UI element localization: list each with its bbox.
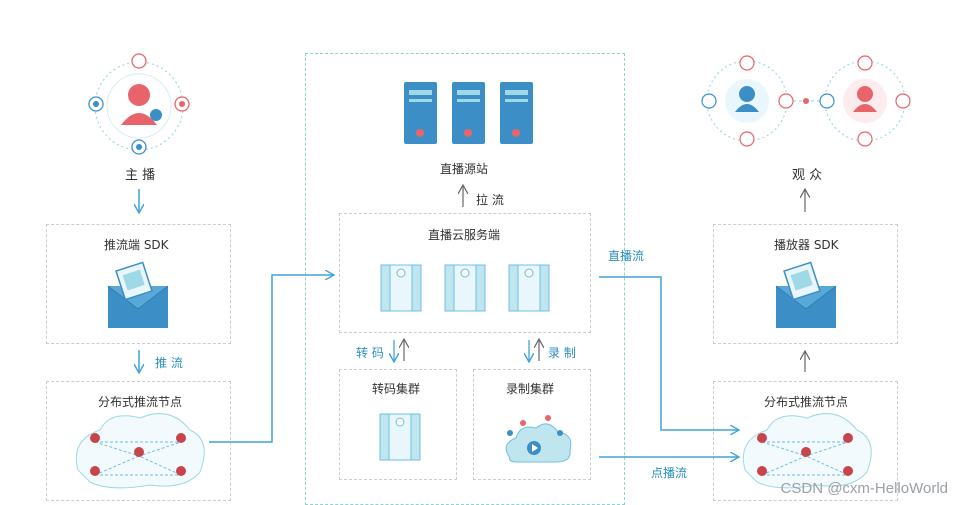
player-sdk-envelope-icon [775, 261, 837, 328]
push-sdk-envelope-icon [107, 261, 169, 328]
live-stream-connector [599, 276, 738, 430]
audience-icon [701, 55, 911, 147]
left-cdn-title: 分布式推流节点 [98, 395, 183, 409]
cdn-to-cloud-connector [209, 275, 333, 443]
transcode-cluster-title: 转码集群 [372, 382, 421, 396]
transcode-server-icon [379, 413, 421, 461]
host-icon [88, 53, 190, 155]
record-cluster-title: 录制集群 [506, 382, 555, 396]
push-label: 推 流 [155, 356, 183, 370]
watermark: CSDN @cxm-HelloWorld [780, 480, 948, 497]
push-sdk-title: 推流端 SDK [104, 238, 169, 252]
pull-label: 拉 流 [476, 193, 504, 207]
record-label: 录 制 [548, 346, 576, 360]
record-cloud-icon [505, 415, 572, 463]
live-stream-label: 直播流 [608, 249, 645, 263]
left-cdn-map-icon [75, 413, 205, 489]
origin-server-icons [404, 82, 533, 144]
host-label: 主 播 [125, 168, 156, 183]
cloud-server-icons [380, 264, 550, 312]
transcode-label: 转 码 [356, 346, 384, 360]
player-sdk-title: 播放器 SDK [774, 238, 839, 252]
right-cdn-map-icon [742, 413, 872, 489]
origin-label: 直播源站 [440, 162, 489, 176]
right-cdn-title: 分布式推流节点 [764, 395, 849, 409]
cloud-service-title: 直播云服务端 [428, 228, 501, 242]
vod-stream-label: 点播流 [651, 466, 688, 480]
audience-label: 观 众 [792, 168, 823, 183]
